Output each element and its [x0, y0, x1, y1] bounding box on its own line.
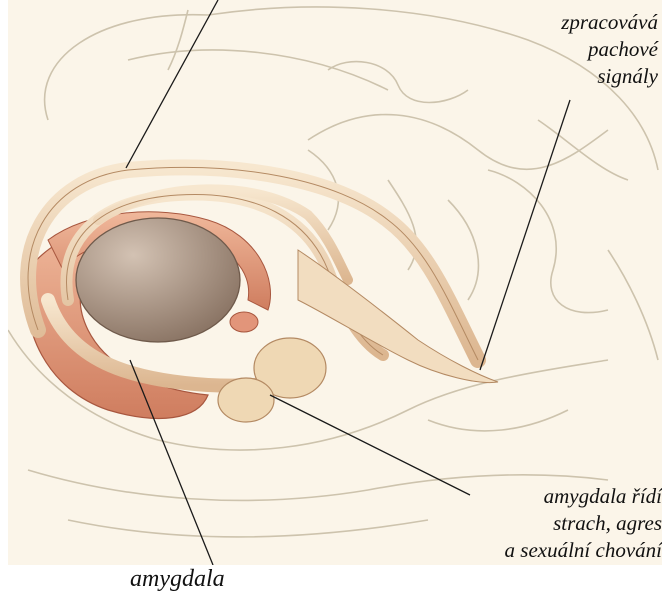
amygdala-function-label: amygdala řídí strach, agres a sexuální c… — [418, 486, 662, 561]
amygdala-lobe — [218, 378, 274, 422]
amygdala-function-line-3: a sexuální chování — [418, 540, 662, 561]
brain-illustration: zpracovává pachové signály amygdala řídí… — [8, 0, 662, 565]
olfactory-line-3: signály — [478, 66, 658, 87]
figure-caption: amygdala — [130, 567, 225, 591]
amygdala-function-line-1: amygdala řídí — [418, 486, 662, 507]
mammillary-body — [230, 312, 258, 332]
olfactory-line-2: pachové — [478, 39, 658, 60]
olfactory-label: zpracovává pachové signály — [478, 12, 658, 87]
olfactory-line-1: zpracovává — [478, 12, 658, 33]
thalamus — [76, 218, 240, 342]
amygdala-function-line-2: strach, agres — [418, 513, 662, 534]
